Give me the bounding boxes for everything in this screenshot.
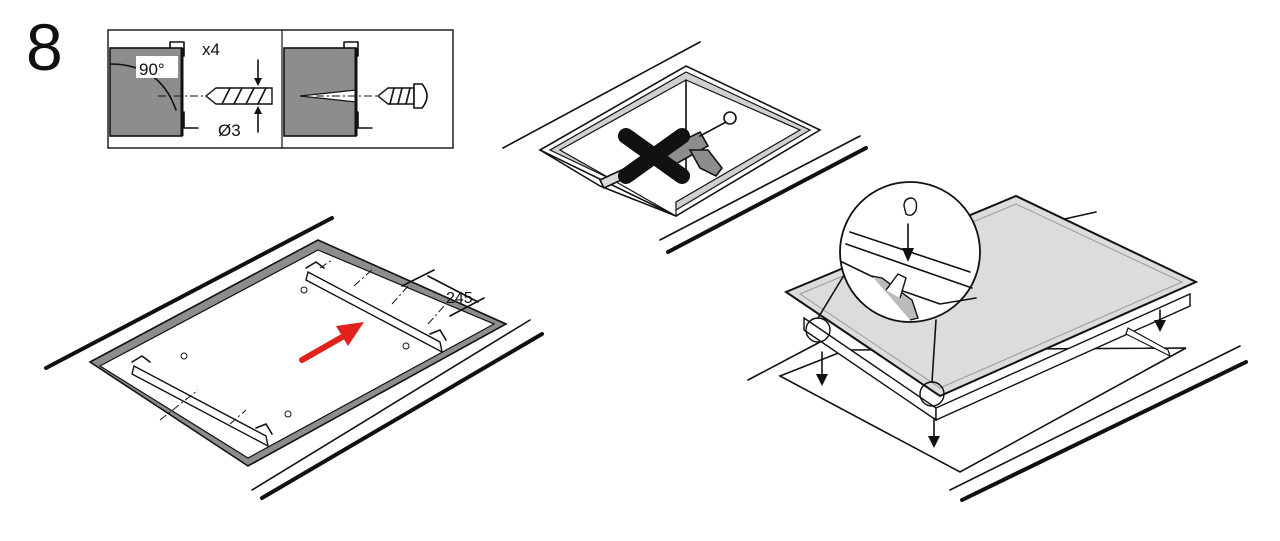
- magnified-detail: [839, 181, 981, 323]
- drill-diameter-label: Ø3: [218, 121, 241, 140]
- mounting-bracket-front: [131, 355, 273, 448]
- hob-installation-illustration: [747, 181, 1248, 502]
- quantity-label: x4: [202, 40, 220, 59]
- cabinet-side-panel: [109, 41, 199, 137]
- drill-bit-icon: [204, 87, 273, 105]
- angle-label: 90°: [139, 60, 165, 79]
- prohibited-cross-icon: [618, 128, 690, 184]
- cabinet-side-panel-drilled: [283, 41, 373, 137]
- insert-direction-arrow: [299, 322, 364, 363]
- screw-icon: [376, 83, 428, 109]
- mounting-bracket-rear: [305, 259, 447, 354]
- drilling-detail-box: 90° x4 Ø3: [107, 29, 454, 149]
- bracket-spacing-dimension: 245: [446, 290, 473, 307]
- step-number: 8: [26, 10, 63, 84]
- worktop-cutout-brackets: 245: [44, 216, 544, 500]
- no-sealant-illustration: [502, 41, 868, 254]
- lower-hob-arrow-icon: [816, 309, 1166, 448]
